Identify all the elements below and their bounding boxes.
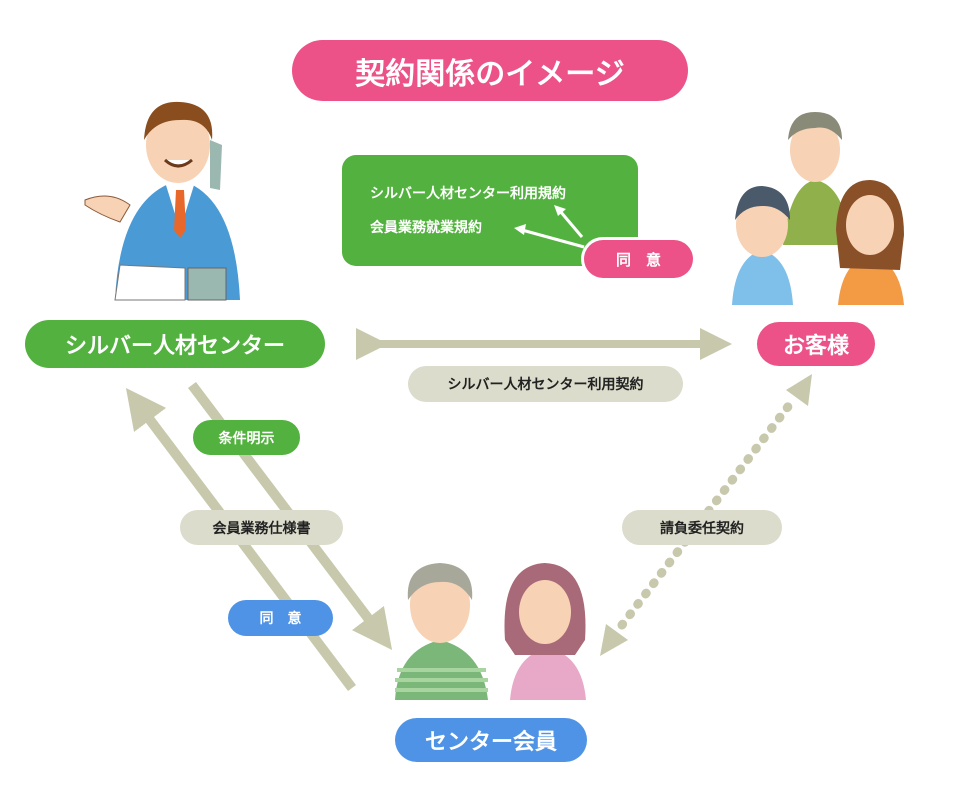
businessman-illustration — [84, 101, 240, 301]
page-title: 契約関係のイメージ — [292, 40, 688, 101]
arrow-member-to-center — [125, 388, 356, 692]
rules-consent-badge: 同 意 — [584, 240, 693, 278]
arrowhead-member — [600, 624, 628, 656]
rule-usage-terms: シルバー人材センター利用規約 — [370, 186, 566, 202]
customers-illustration — [732, 112, 904, 305]
arrowhead-customer — [786, 374, 812, 406]
label-center-customer-contract: シルバー人材センター利用契約 — [408, 366, 683, 402]
node-center-member: センター会員 — [395, 718, 587, 762]
rule-member-work-terms: 会員業務就業規約 — [370, 220, 482, 236]
label-conditions: 条件明示 — [193, 420, 300, 455]
label-member-consent: 同 意 — [228, 600, 333, 636]
label-contract: 請負委任契約 — [622, 510, 782, 545]
node-customer: お客様 — [757, 322, 875, 366]
node-silver-center: シルバー人材センター — [25, 320, 325, 368]
members-illustration — [395, 563, 586, 700]
consent-arrows — [514, 205, 585, 249]
label-work-spec: 会員業務仕様書 — [180, 510, 343, 545]
